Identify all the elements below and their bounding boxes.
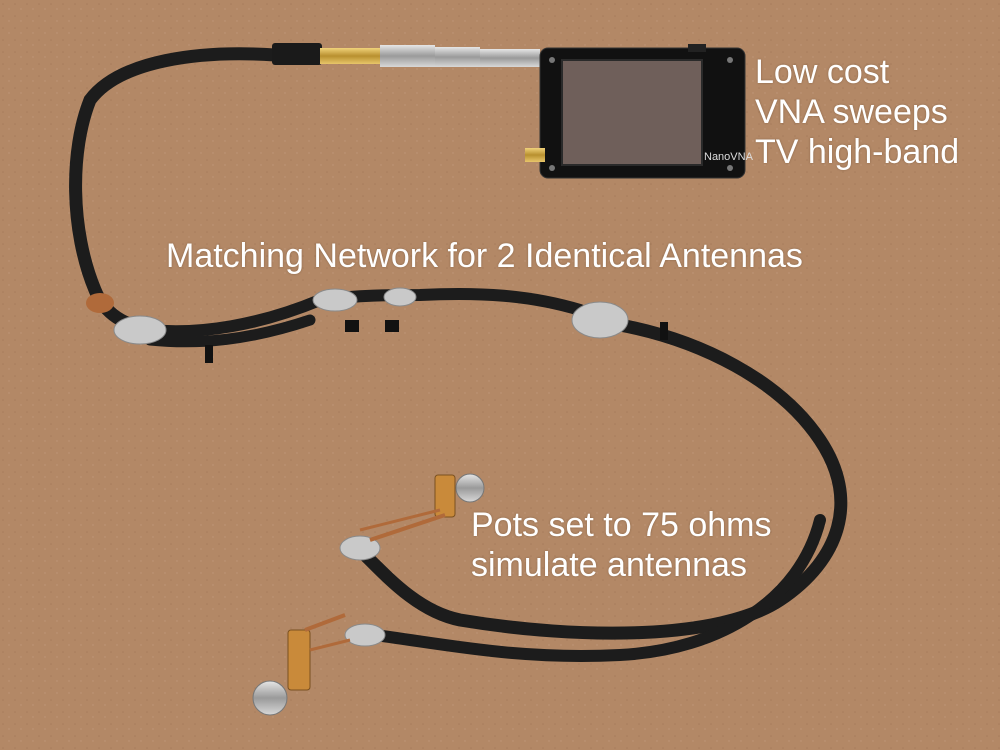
caption-matching-network: Matching Network for 2 Identical Antenna… [166,237,803,275]
nanovna-brand-label: NanoVNA [704,151,754,163]
potentiometer-1 [359,473,485,542]
caption-vna: Low cost VNA sweeps TV high-band [755,52,959,172]
capacitor-2 [385,320,399,332]
caption-vna-line: VNA sweeps [755,93,948,131]
coax-cable-upper [144,287,586,338]
cable-tie-1 [205,345,213,363]
caption-vna-line: TV high-band [755,133,960,171]
coax-cable-long [358,318,848,640]
coax-cable-lower [144,314,316,348]
caption-pots-line: Pots set to 75 ohms [471,506,772,544]
caption-pots-line: simulate antennas [471,546,747,584]
capacitor-1 [345,320,359,332]
coax-cable-antenna-2 [369,514,826,662]
connector-chain [272,43,540,67]
caption-vna-line: Low cost [755,53,890,91]
potentiometer-2 [252,613,351,716]
caption-pots: Pots set to 75 ohms simulate antennas [471,505,772,585]
cable-tie-2 [660,322,668,340]
nanovna-device [525,44,746,179]
solder-joints [86,287,629,647]
